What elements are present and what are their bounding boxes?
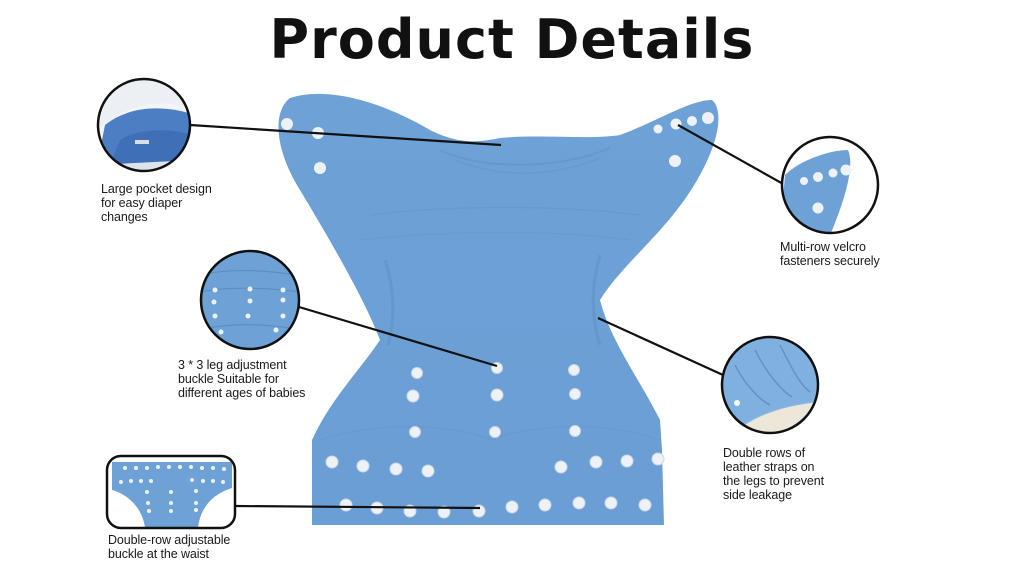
waist-snaps-closeup-inset: [105, 454, 237, 530]
label-line: Double-row adjustable: [108, 533, 231, 547]
label-line: side leakage: [723, 488, 792, 502]
feature-label-waist: Double-row adjustable buckle at the wais…: [108, 533, 230, 561]
page-title: Product Details: [269, 8, 755, 71]
feature-label-pocket: Large pocket design for easy diaper chan…: [101, 182, 212, 224]
leg-snaps-closeup-inset: [199, 249, 301, 351]
label-line: buckle Suitable for: [178, 372, 279, 386]
label-line: leather straps on: [723, 460, 815, 474]
front-snaps: [325, 362, 665, 519]
label-line: buckle at the waist: [108, 547, 209, 561]
pocket-closeup-inset: [96, 77, 192, 173]
diaper-body: [278, 93, 719, 525]
label-line: the legs to prevent: [723, 474, 824, 488]
feature-label-velcro: Multi-row velcro fasteners securely: [780, 240, 880, 268]
label-line: different ages of babies: [178, 386, 306, 400]
feature-label-leak-guard: Double rows of leather straps on the leg…: [723, 446, 824, 502]
label-line: Multi-row velcro: [780, 240, 866, 254]
callout-lines: [189, 123, 786, 510]
feature-label-leg-adjust: 3 * 3 leg adjustment buckle Suitable for…: [178, 358, 305, 400]
label-line: fasteners securely: [780, 254, 880, 268]
label-line: Large pocket design: [101, 182, 212, 196]
snap-fastener-closeup-inset: [780, 135, 880, 235]
leg-elastic-closeup-inset: [720, 335, 820, 435]
label-line: 3 * 3 leg adjustment: [178, 358, 287, 372]
label-line: for easy diaper: [101, 196, 183, 210]
label-line: Double rows of: [723, 446, 805, 460]
label-line: changes: [101, 210, 148, 224]
